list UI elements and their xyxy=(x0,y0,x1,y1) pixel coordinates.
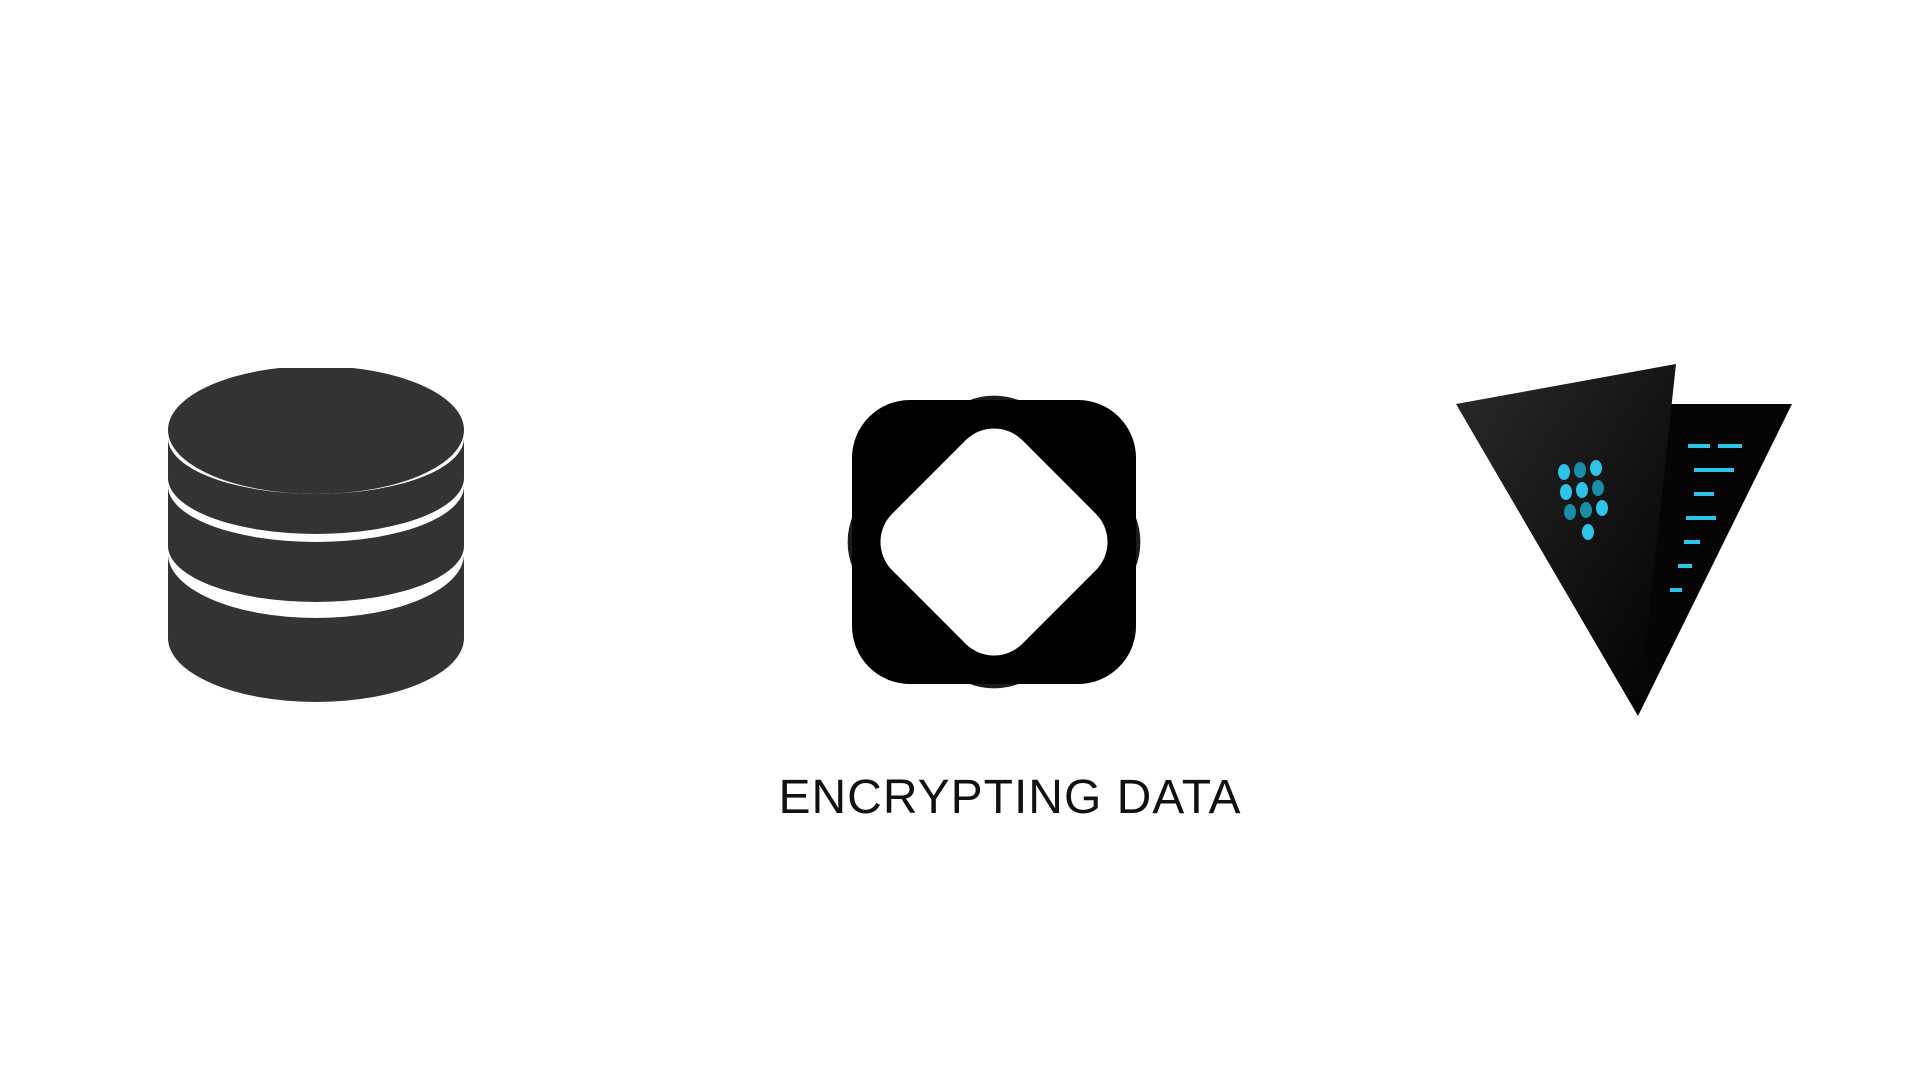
slide-caption: ENCRYPTING DATA xyxy=(778,771,1242,824)
vault-icon xyxy=(1456,364,1792,716)
database-icon xyxy=(168,368,464,702)
encryption-icon xyxy=(847,395,1141,689)
